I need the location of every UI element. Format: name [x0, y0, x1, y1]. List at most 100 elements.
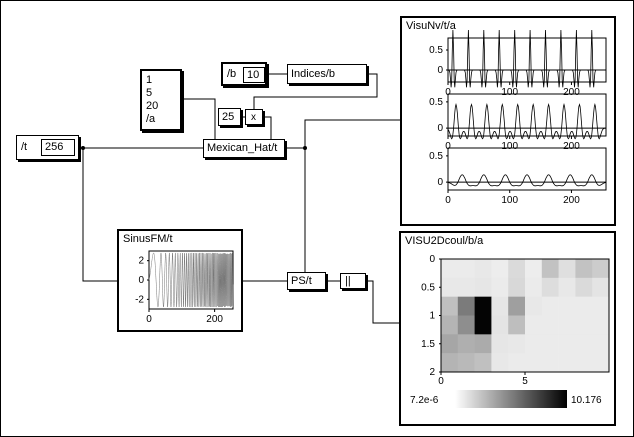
- wire-t-sinus: [82, 148, 117, 282]
- x-tick-label: 100: [501, 195, 518, 206]
- junction-dot: [81, 146, 85, 150]
- heatmap-cell: [558, 259, 576, 279]
- x-tick-label: 200: [206, 314, 223, 325]
- y-tick-label: 2: [138, 256, 144, 267]
- series-line: [447, 174, 607, 187]
- heatmap-cell: [491, 259, 509, 279]
- heatmap-cell: [541, 315, 559, 335]
- junction-dot: [303, 146, 307, 150]
- panel-title: VISU2Dcoul/b/a: [405, 235, 484, 247]
- heatmap-cell: [457, 334, 475, 354]
- heatmap-cell: [474, 259, 492, 279]
- panel-title: VisuNv/t/a: [406, 20, 456, 32]
- y-tick-label: 0: [437, 177, 443, 188]
- heatmap-cell: [474, 277, 492, 297]
- heatmap-cell: [592, 334, 610, 354]
- heatmap-cell: [541, 259, 559, 279]
- heatmap-cell: [558, 353, 576, 373]
- heatmap-cell: [508, 315, 526, 335]
- heatmap-cell: [525, 277, 543, 297]
- multiply-block[interactable]: x: [245, 109, 263, 125]
- y-tick-label: 0.5: [421, 282, 435, 293]
- x-tick-label: 0: [445, 87, 451, 98]
- mexican-hat-block[interactable]: Mexican_Hat/t: [203, 139, 285, 158]
- heatmap-cell: [592, 353, 610, 373]
- list-item: 20: [146, 100, 159, 112]
- series-line: [447, 29, 606, 88]
- heatmap-cell: [541, 277, 559, 297]
- x-tick-label: 0: [146, 314, 152, 325]
- const-25-block[interactable]: 25: [218, 108, 241, 126]
- heatmap-cell: [575, 296, 593, 316]
- ps-block[interactable]: PS/t: [287, 272, 326, 290]
- param-b-value[interactable]: 10: [243, 67, 265, 83]
- heatmap-cell: [457, 353, 475, 373]
- heatmap-cell: [508, 259, 526, 279]
- block-label: Mexican_Hat/t: [207, 142, 278, 154]
- heatmap-cell: [457, 296, 475, 316]
- heatmap-cell: [457, 315, 475, 335]
- indices-block[interactable]: Indices/b: [287, 64, 367, 84]
- heatmap-cell: [441, 334, 459, 354]
- heatmap-cell: [474, 296, 492, 316]
- heatmap-cell: [441, 259, 459, 279]
- heatmap-cell: [575, 353, 593, 373]
- abs-block[interactable]: ||: [340, 273, 366, 289]
- heatmap-cell: [558, 334, 576, 354]
- const-value: 25: [222, 111, 235, 123]
- y-tick-label: -2: [135, 294, 144, 305]
- heatmap-cell: [592, 259, 610, 279]
- heatmap-cell: [457, 277, 475, 297]
- block-label: ||: [345, 275, 351, 287]
- y-tick-label: 0: [437, 65, 443, 76]
- wire-mexican-visunv: [285, 119, 400, 149]
- heatmap-cell: [441, 296, 459, 316]
- heatmap-cell: [592, 315, 610, 335]
- wire-indices-mult: [253, 73, 378, 109]
- param-block-b[interactable]: /b 10: [221, 62, 267, 86]
- heatmap-cell: [491, 315, 509, 335]
- heatmap-cell: [558, 277, 576, 297]
- wire-abs-visu2d: [366, 280, 399, 324]
- series-line: [447, 102, 607, 140]
- colorbar-max-label: 10.176: [571, 395, 602, 406]
- heatmap-cell: [592, 296, 610, 316]
- sinus-series-line: [148, 252, 234, 308]
- multiply-label: x: [251, 112, 256, 123]
- heatmap-cell: [575, 277, 593, 297]
- y-tick-label: 0: [429, 254, 435, 265]
- heatmap-cell: [525, 353, 543, 373]
- list-item: 1: [146, 74, 153, 86]
- heatmap-cell: [575, 259, 593, 279]
- y-tick-label: 0.5: [429, 151, 443, 162]
- heatmap-cell: [474, 334, 492, 354]
- heatmap-cell: [558, 296, 576, 316]
- list-item: /a: [146, 113, 156, 125]
- y-tick-label: 0.5: [429, 45, 443, 56]
- heatmap-cell: [491, 353, 509, 373]
- list-block[interactable]: 1 5 20 /a: [140, 69, 182, 131]
- heatmap-cell: [541, 296, 559, 316]
- y-tick-label: 0: [437, 123, 443, 134]
- heatmap-cell: [491, 296, 509, 316]
- param-t-value[interactable]: 256: [41, 139, 75, 156]
- heatmap-cell: [592, 277, 610, 297]
- heatmap-cell: [491, 334, 509, 354]
- x-tick-label: 0: [445, 195, 451, 206]
- x-tick-label: 200: [563, 195, 580, 206]
- list-item: 5: [146, 87, 153, 99]
- heatmap-cell: [474, 353, 492, 373]
- x-tick-label: 5: [522, 376, 528, 387]
- heatmap-cell: [441, 277, 459, 297]
- y-tick-label: 1.5: [421, 339, 435, 350]
- heatmap-cell: [474, 315, 492, 335]
- heatmap-cell: [541, 334, 559, 354]
- param-block-t[interactable]: /t 256: [16, 135, 79, 160]
- heatmap-cell: [541, 353, 559, 373]
- heatmap-cell: [575, 315, 593, 335]
